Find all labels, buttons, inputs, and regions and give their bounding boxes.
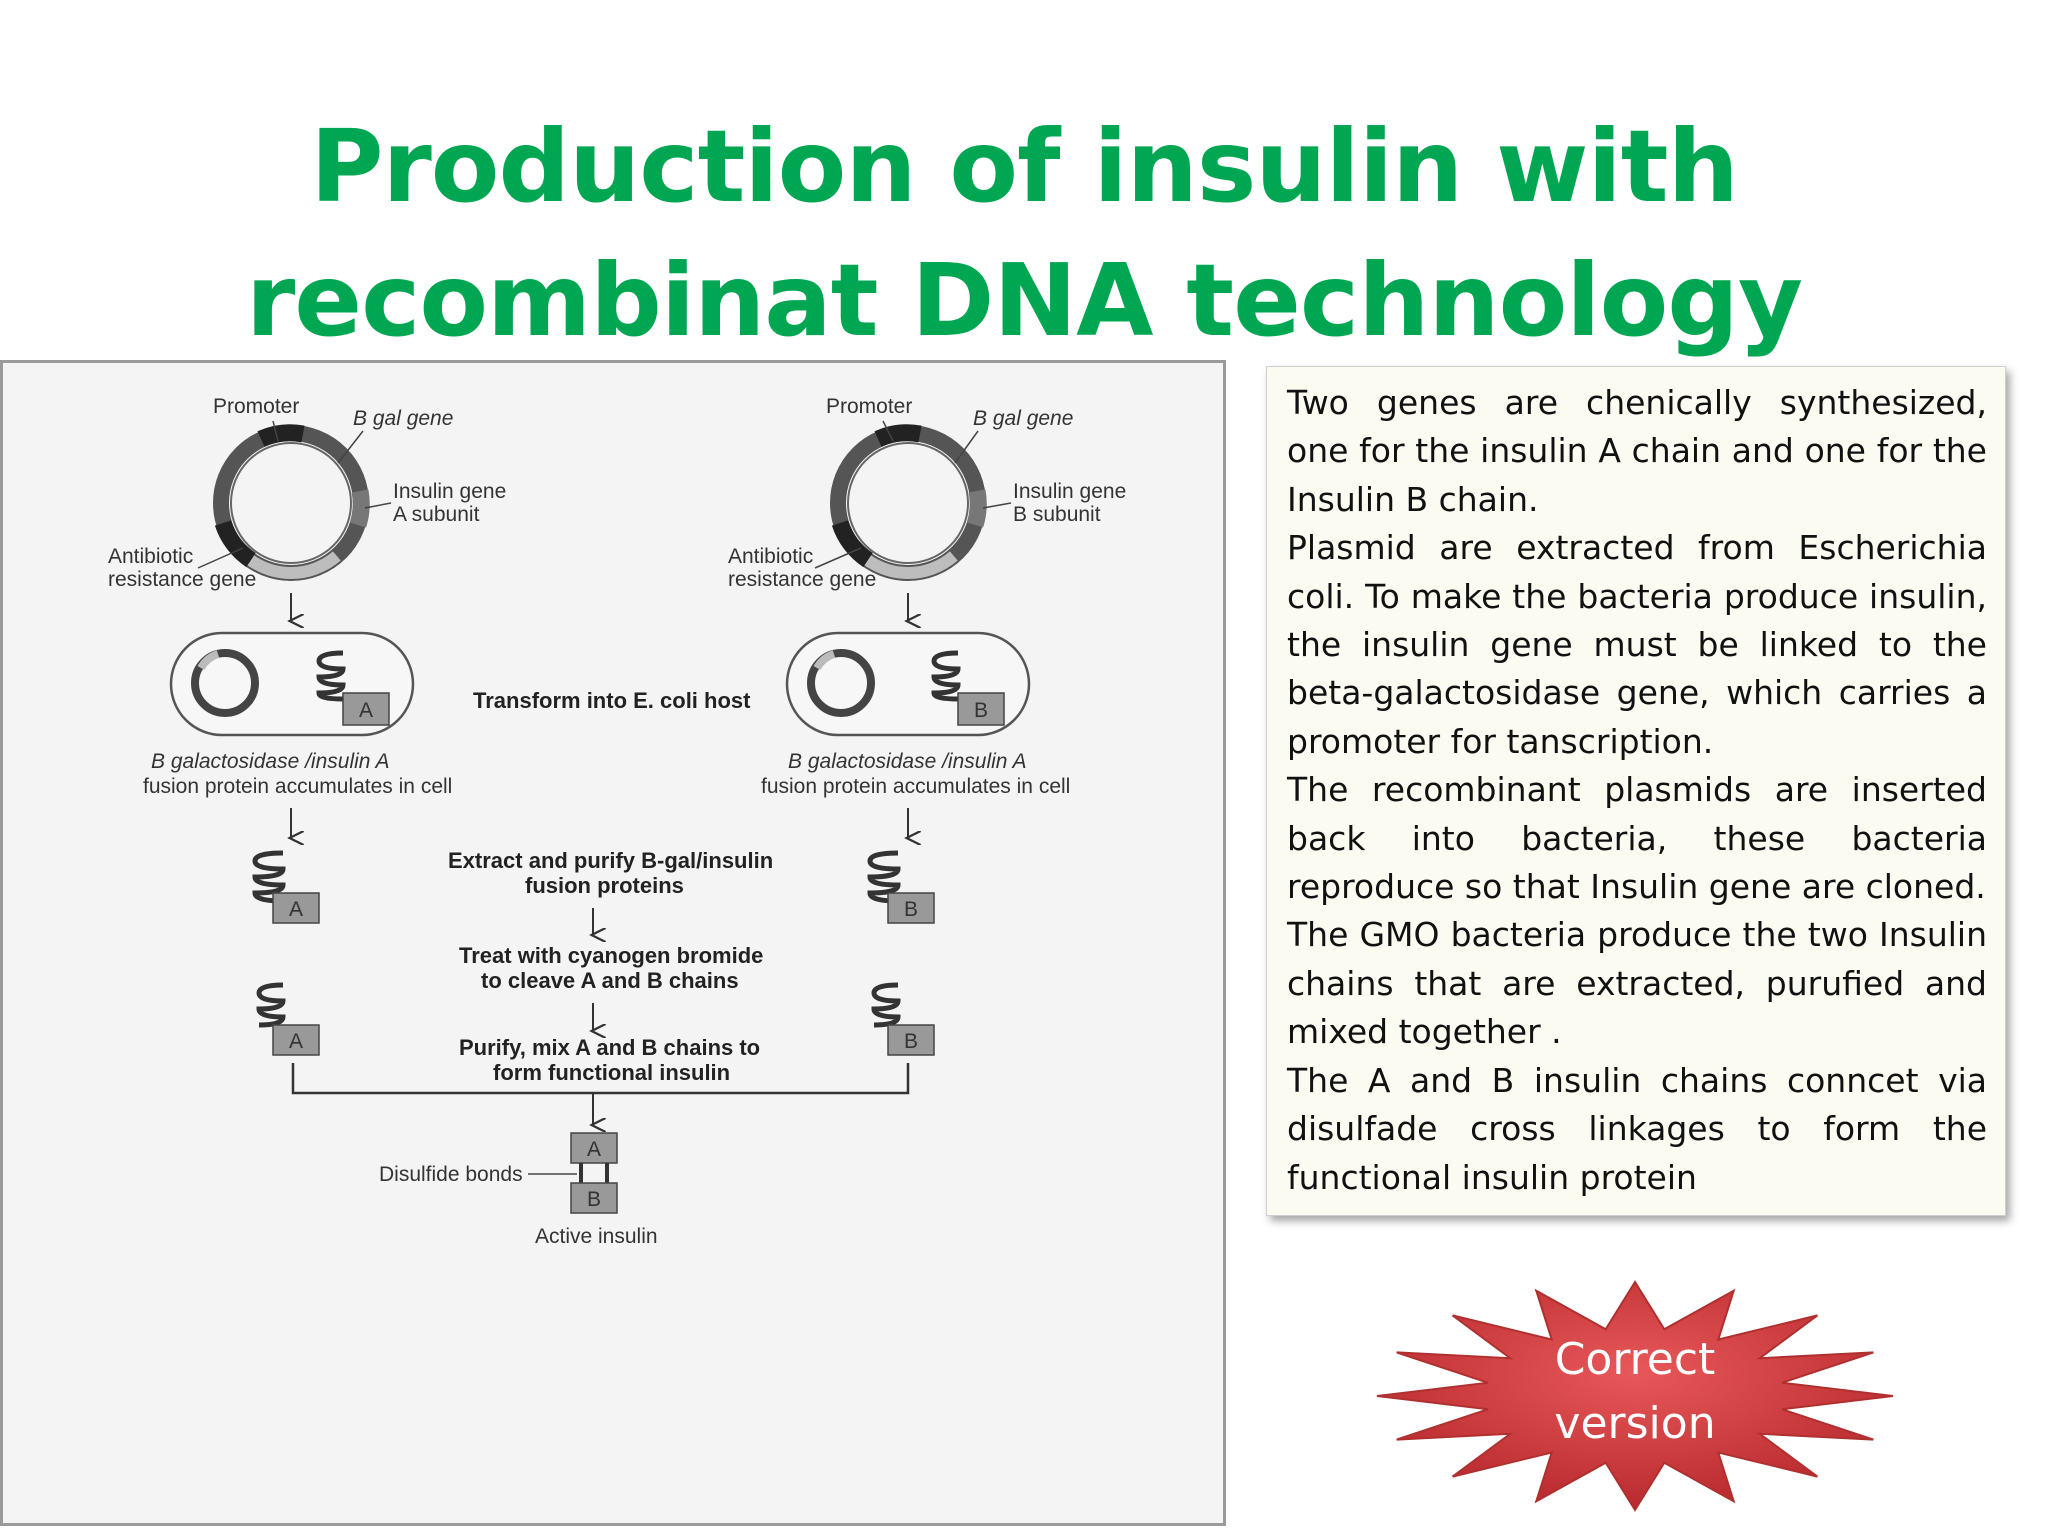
right-cleaved-chain-label: B — [904, 1030, 918, 1053]
right-cell-chain-label: B — [974, 699, 988, 722]
right-plasmid — [830, 424, 987, 581]
left-insulin-gene-label-1: Insulin gene — [393, 480, 506, 503]
badge-line-1: Correct — [1554, 1334, 1716, 1385]
left-fusion-chain-label: A — [289, 898, 303, 921]
extract-step-label-2: fusion proteins — [525, 873, 684, 898]
right-fusion-label-1: B galactosidase /insulin A — [788, 750, 1027, 773]
right-antibiotic-label-2: resistance gene — [728, 568, 876, 591]
slide-title-line-2: recombinat DNA technology — [245, 242, 1803, 359]
left-insulin-gene-label-2: A subunit — [393, 503, 480, 526]
left-cleaved-chain-label: A — [289, 1030, 303, 1053]
correct-version-badge: Correct version — [1370, 1278, 1900, 1514]
description-paragraph-5: The A and B insulin chains conncet via d… — [1287, 1060, 1987, 1197]
slide-title-line-1: Production of insulin with — [310, 108, 1739, 225]
left-fusion-label-1: B galactosidase /insulin A — [151, 750, 390, 773]
right-fusion-protein: B — [867, 850, 935, 924]
slide-title: Production of insulin with recombinat DN… — [0, 100, 2048, 368]
left-plasmid — [213, 424, 370, 581]
left-fusion-label-2: fusion protein accumulates in cell — [143, 775, 452, 798]
left-promoter-label: Promoter — [213, 395, 299, 418]
right-cleaved-chain: B — [871, 982, 935, 1056]
right-promoter-label: Promoter — [826, 395, 912, 418]
description-paragraph-3: The recombinant plasmids are inserted ba… — [1287, 770, 1987, 907]
badge-label: Correct version — [1370, 1328, 1900, 1456]
description-paragraph-2: Plasmid are extracted from Escherichia c… — [1287, 528, 1987, 761]
left-ecoli-cell: A — [169, 631, 415, 737]
description-paragraph-4: The GMO bacteria produce the two Insulin… — [1287, 915, 1987, 1052]
purify-step-label-1: Purify, mix A and B chains to — [459, 1035, 760, 1060]
right-bgal-label: B gal gene — [973, 407, 1073, 430]
insulin-production-diagram: Promoter B gal gene Insulin gene A subun… — [0, 360, 1226, 1526]
active-insulin: A B — [570, 1132, 618, 1214]
active-insulin-label: Active insulin — [535, 1225, 658, 1248]
description-paragraph-1: Two genes are chenically synthesized, on… — [1287, 383, 1987, 519]
right-antibiotic-label-1: Antibiotic — [728, 545, 813, 568]
right-ecoli-cell: B — [785, 631, 1031, 737]
right-insulin-gene-label-1: Insulin gene — [1013, 480, 1126, 503]
right-fusion-label-2: fusion protein accumulates in cell — [761, 775, 1070, 798]
active-insulin-chain-a: A — [587, 1138, 601, 1161]
left-antibiotic-label-2: resistance gene — [108, 568, 256, 591]
left-antibiotic-label-1: Antibiotic — [108, 545, 193, 568]
starburst-shape — [1376, 1280, 1894, 1512]
badge-line-2: version — [1554, 1398, 1716, 1449]
left-cell-chain-label: A — [359, 699, 373, 722]
transform-step-label: Transform into E. coli host — [473, 688, 751, 713]
treat-step-label-2: to cleave A and B chains — [481, 968, 739, 993]
treat-step-label-1: Treat with cyanogen bromide — [459, 943, 763, 968]
left-cleaved-chain: A — [256, 982, 320, 1056]
extract-step-label-1: Extract and purify B-gal/insulin — [448, 848, 773, 873]
right-fusion-chain-label: B — [904, 898, 918, 921]
active-insulin-chain-b: B — [587, 1188, 601, 1211]
disulfide-bonds-label: Disulfide bonds — [379, 1163, 523, 1186]
purify-step-label-2: form functional insulin — [493, 1060, 730, 1085]
right-insulin-gene-label-2: B subunit — [1013, 503, 1101, 526]
left-fusion-protein: A — [252, 850, 320, 924]
description-textbox: Two genes are chenically synthesized, on… — [1266, 366, 2006, 1216]
left-bgal-label: B gal gene — [353, 407, 453, 430]
